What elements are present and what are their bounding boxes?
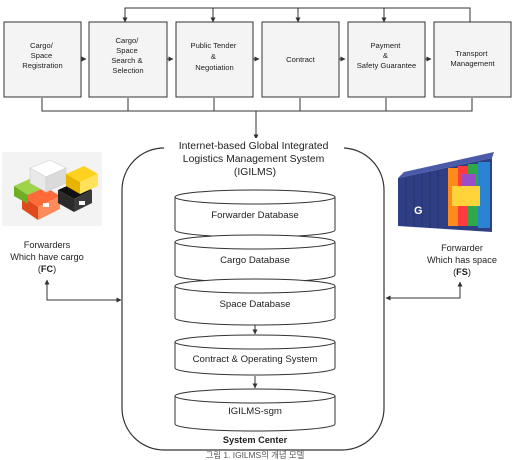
shipping-container-icon: G (398, 152, 494, 232)
step-label-contract: Contract (286, 55, 316, 64)
svg-text:(FS): (FS) (453, 267, 471, 277)
svg-text:Which have cargo: Which have cargo (10, 252, 84, 262)
database-label-space: Space Database (220, 299, 291, 310)
database-space-top (175, 279, 335, 293)
module-label-contract: Contract & Operating System (193, 354, 318, 365)
database-forwarder-top (175, 190, 335, 204)
step-label-search: Cargo/ Space Search & Selection (111, 36, 144, 75)
right-actor-label: Forwarder Which has space (FS) (427, 243, 497, 277)
svg-text:(FC): (FC) (38, 264, 56, 274)
cargo-boxes-icon (2, 152, 102, 226)
top-connector (125, 8, 470, 23)
module-sgm-top (175, 389, 335, 403)
module-contract-top (175, 335, 335, 349)
figure-caption: 그림 1. IGILMS의 개념 모델 (206, 450, 305, 460)
database-label-forwarder: Forwarder Database (211, 210, 298, 221)
system-center-label: System Center (223, 435, 288, 445)
database-cargo-top (175, 235, 335, 249)
svg-text:G: G (414, 205, 423, 217)
step-label-transport: Transport Management (450, 49, 495, 68)
svg-text:Forwarders: Forwarders (24, 240, 71, 250)
module-label-sgm: IGILMS-sgm (228, 406, 282, 417)
left-actor-label: Forwarders Which have cargo (FC) (10, 240, 84, 274)
bottom-connector (42, 98, 472, 139)
svg-text:Forwarder: Forwarder (441, 243, 483, 253)
database-label-cargo: Cargo Database (220, 255, 290, 266)
svg-text:Which has space: Which has space (427, 255, 497, 265)
